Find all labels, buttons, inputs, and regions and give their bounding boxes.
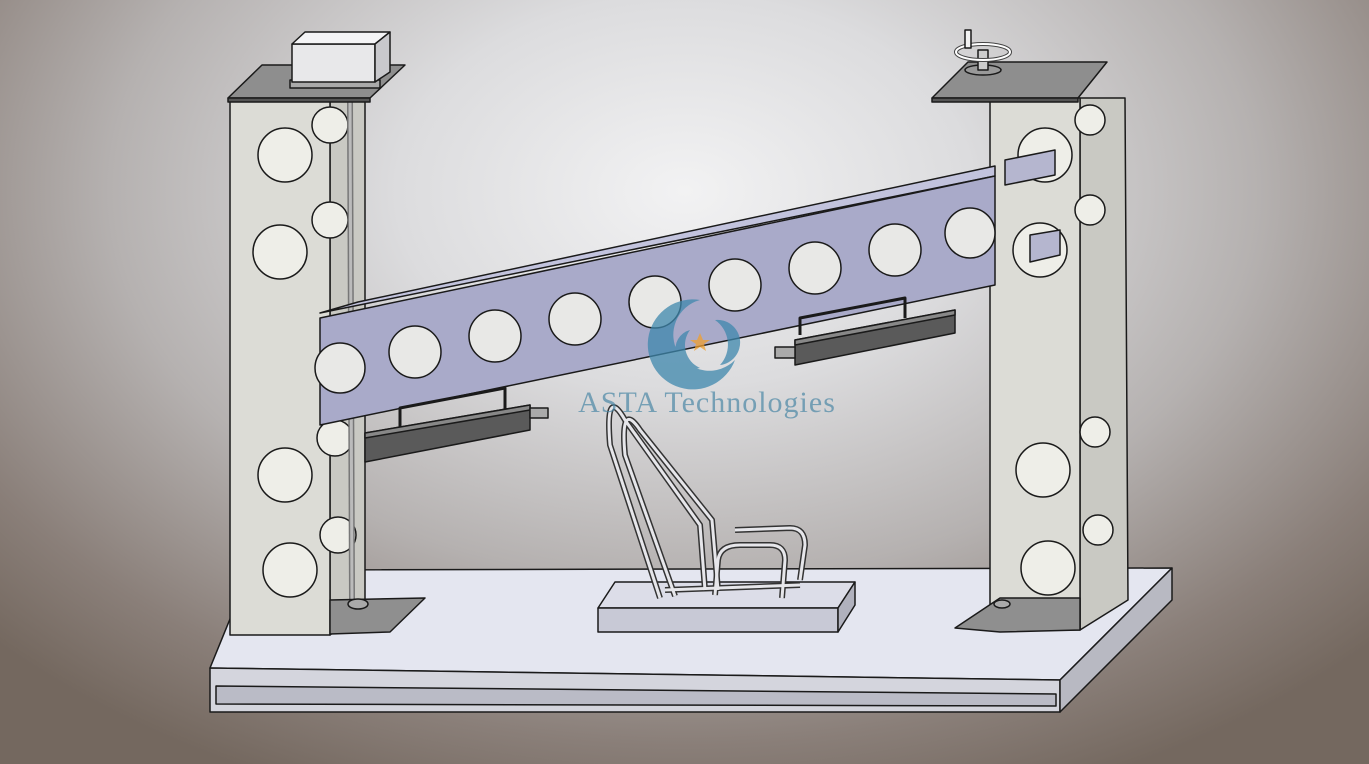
watermark-logo	[647, 299, 741, 390]
motor-box	[289, 31, 391, 89]
watermark-text: ASTA Technologies	[578, 386, 836, 419]
handwheel	[954, 29, 1012, 76]
right-column	[931, 29, 1129, 633]
seat-frame	[597, 404, 856, 633]
left-actuator	[364, 386, 549, 463]
left-column	[227, 31, 426, 636]
right-actuator	[774, 296, 956, 366]
